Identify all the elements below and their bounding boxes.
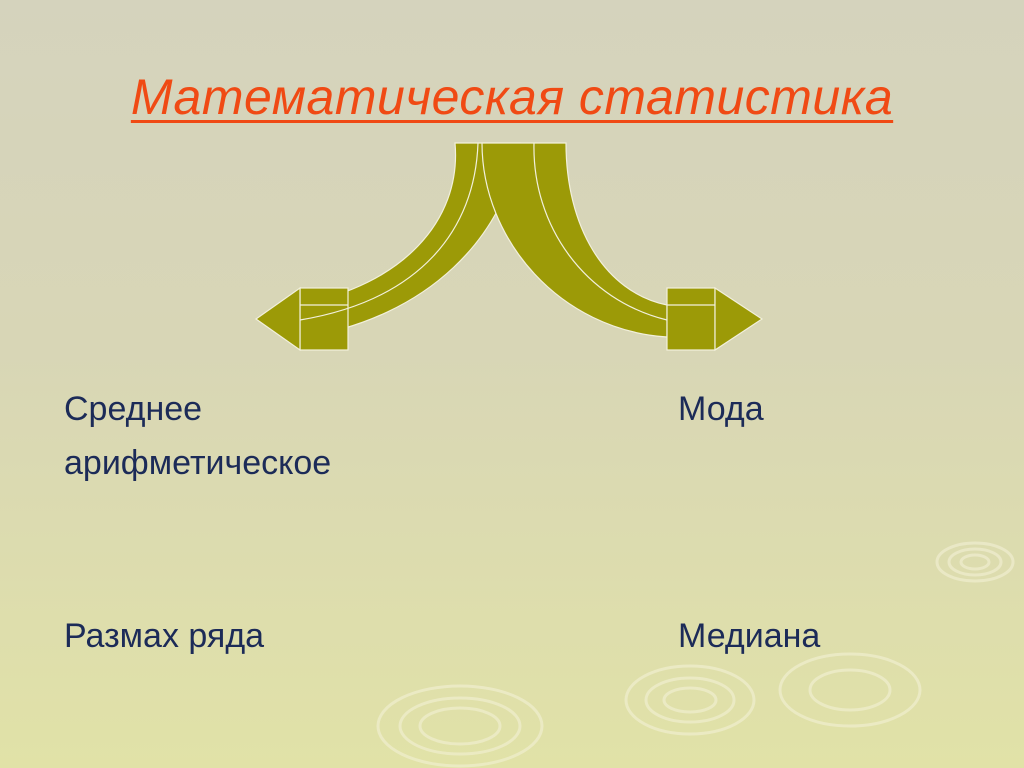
term-range: Размах ряда bbox=[64, 617, 265, 655]
term-mode: Мода bbox=[678, 390, 764, 428]
term-median: Медиана bbox=[678, 617, 821, 655]
slide-title: Математическая статистика bbox=[130, 69, 894, 125]
term-arithmetic-mean: Среднее арифметическое bbox=[64, 390, 332, 482]
